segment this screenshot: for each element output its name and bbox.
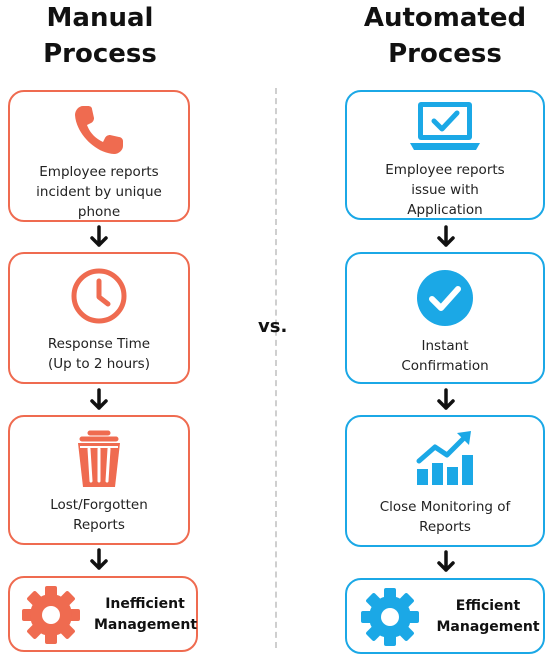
manual-step2-line1: Response Time — [47, 336, 151, 352]
automated-step3-line1: Close Monitoring of — [379, 499, 511, 515]
manual-step1-line2: incident by unique — [36, 184, 162, 200]
automated-step1-line3: Application — [407, 202, 483, 218]
manual-arrow-2 — [90, 388, 108, 410]
growth-chart-icon — [413, 427, 477, 493]
manual-step4-line1: Inefficient — [105, 596, 185, 612]
manual-step-inefficient-management: Inefficient Management — [8, 576, 198, 652]
laptop-check-icon — [406, 98, 484, 162]
automated-step-close-monitoring: Close Monitoring of Reports — [345, 415, 545, 547]
phone-icon — [69, 100, 129, 164]
automated-step-instant-confirmation: Instant Confirmation — [345, 252, 545, 384]
manual-arrow-3 — [90, 548, 108, 570]
manual-step3-line2: Reports — [73, 517, 125, 533]
manual-step1-line1: Employee reports — [39, 164, 159, 180]
manual-step-response-time: Response Time (Up to 2 hours) — [8, 252, 190, 384]
manual-step1-line3: phone — [77, 204, 121, 220]
clock-icon — [69, 266, 129, 330]
manual-step3-line1: Lost/Forgotten — [50, 497, 148, 513]
automated-arrow-1 — [437, 225, 455, 247]
manual-step4-line2: Management — [94, 617, 198, 633]
check-circle-icon — [415, 268, 475, 332]
manual-step-lost-reports: Lost/Forgotten Reports — [8, 415, 190, 545]
manual-arrow-1 — [90, 225, 108, 247]
automated-arrow-3 — [437, 550, 455, 572]
center-divider — [275, 88, 277, 648]
automated-step-efficient-management: Efficient Management — [345, 578, 545, 654]
manual-title-line2: Process — [43, 39, 157, 69]
automated-arrow-2 — [437, 388, 455, 410]
automated-step2-line1: Instant — [421, 338, 469, 354]
automated-step2-line2: Confirmation — [401, 358, 489, 374]
vs-label: vs. — [258, 316, 288, 337]
manual-process-title: Manual Process — [0, 0, 200, 72]
automated-step-report-via-app: Employee reports issue with Application — [345, 90, 545, 220]
automated-title-line2: Process — [388, 39, 502, 69]
automated-step4-line1: Efficient — [455, 598, 521, 614]
automated-process-title: Automated Process — [340, 0, 550, 72]
gear-icon — [20, 584, 82, 650]
manual-step2-line2: (Up to 2 hours) — [48, 356, 150, 372]
automated-step3-line2: Reports — [419, 519, 471, 535]
automated-step1-line1: Employee reports — [385, 162, 505, 178]
automated-step1-line2: issue with — [411, 182, 479, 198]
manual-step-report-by-phone: Employee reports incident by unique phon… — [8, 90, 190, 222]
gear-icon — [359, 586, 421, 652]
automated-title-line1: Automated — [363, 3, 527, 33]
trash-icon — [72, 427, 126, 493]
manual-title-line1: Manual — [46, 3, 154, 33]
automated-step4-line2: Management — [436, 619, 540, 635]
